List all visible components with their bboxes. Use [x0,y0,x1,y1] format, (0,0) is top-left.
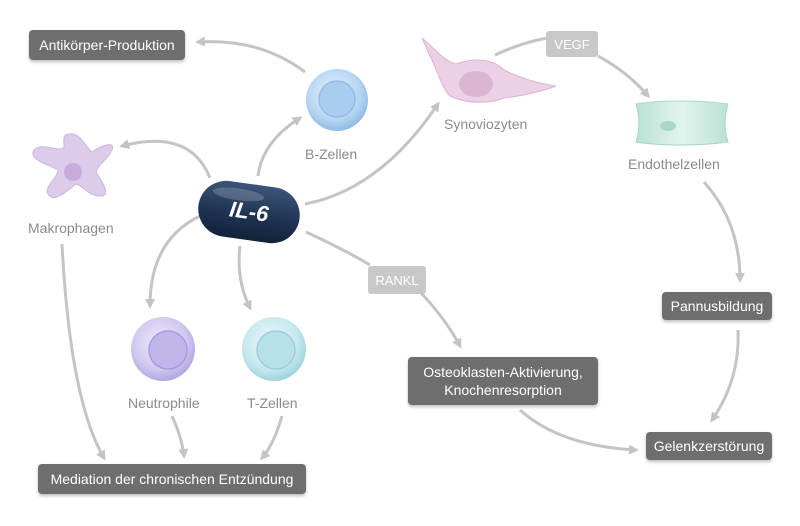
t-cell-icon [242,317,306,381]
label-b-cells: B-Zellen [305,146,358,162]
endothelial-cell-icon [635,100,729,146]
tag-rankl: RANKL [368,266,426,294]
box-osteoclast-activation: Osteoklasten-Aktivierung, Knochenresorpt… [408,357,598,405]
neutrophil-icon [131,317,195,381]
label-neutrophils: Neutrophile [128,395,200,411]
label-synoviocytes: Synoviozyten [444,116,528,132]
arrow-bcells-to-antibody [195,36,306,74]
arrow-il6-to-tcells [237,245,252,311]
arrow-tcells-to-mediation [260,415,284,461]
box-chronic-inflammation: Mediation der chronischen Entzündung [38,464,306,494]
arrows [60,35,745,461]
arrow-il6-to-bcells [256,116,303,177]
arrow-neutrophils-to-mediation [170,415,189,459]
b-cell-icon [306,69,368,131]
box-antibody-production: Antikörper-Produktion [29,30,185,60]
arrow-osteoclast-to-joint [518,408,639,455]
label-endothelial: Endothelzellen [628,156,720,172]
macrophage-icon [32,133,114,198]
box-joint-destruction: Gelenkzerstörung [646,432,772,460]
arrow-pannus-to-joint [710,329,740,423]
arrow-vegf-to-endothelial [597,54,650,99]
arrow-il6-to-macrophages [119,139,212,179]
arrow-endothelial-to-pannus [702,180,745,283]
label-macrophages: Makrophagen [28,220,114,236]
arrow-rankl-to-osteoclast [418,290,462,349]
tag-vegf: VEGF [546,31,598,57]
il6-molecule [198,180,300,244]
osteoclast-line-2: Knochenresorption [444,382,562,398]
osteoclast-line-1: Osteoklasten-Aktivierung, [423,364,583,380]
synoviocyte-icon [421,37,557,103]
box-pannus-formation: Pannusbildung [662,292,772,320]
arrow-il6-to-synoviocytes [304,101,440,206]
arrow-il6-to-rankl [305,230,371,267]
arrow-macrophages-to-mediation [60,243,106,461]
label-t-cells: T-Zellen [247,395,298,411]
arrow-il6-to-neutrophils [145,214,201,309]
